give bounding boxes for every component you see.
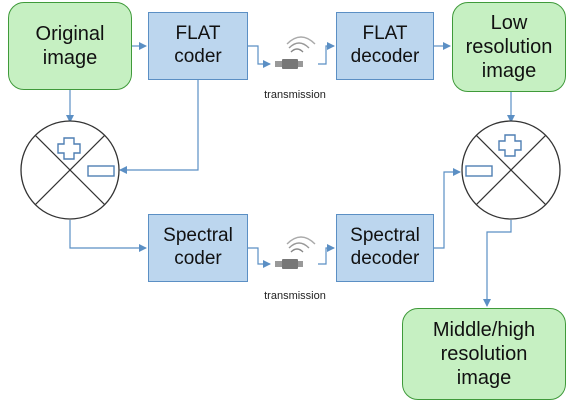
plus-icon bbox=[57, 137, 81, 160]
minus-icon bbox=[87, 165, 115, 177]
edge-transmission-to-flat-decoder bbox=[318, 42, 335, 65]
middle-high-resolution-image-node: Middle/high resolution image bbox=[402, 308, 566, 400]
right-combiner-icon bbox=[461, 120, 561, 220]
transmission-label-bottom: transmission bbox=[264, 290, 326, 302]
spectral-coder-node: Spectral coder bbox=[148, 214, 248, 282]
antenna-transmitter-icon bbox=[275, 36, 316, 69]
low-resolution-image-node: Low resolution image bbox=[452, 2, 566, 92]
plus-icon bbox=[498, 134, 522, 157]
minus-icon bbox=[465, 165, 493, 177]
edge-left-combiner-to-spectral-coder bbox=[69, 220, 147, 252]
edge-spectral-coder-to-transmission bbox=[248, 247, 271, 268]
flat-coder-node: FLAT coder bbox=[148, 12, 248, 80]
spectral-decoder-node: Spectral decoder bbox=[336, 214, 434, 282]
left-combiner-icon bbox=[20, 120, 120, 220]
edge-transmission-to-spectral-decoder bbox=[318, 244, 335, 265]
original-image-node: Original image bbox=[8, 2, 132, 90]
antenna-transmitter-icon bbox=[275, 236, 316, 269]
edge-spectral-decoder-to-right-combiner bbox=[434, 168, 461, 249]
flat-decoder-node: FLAT decoder bbox=[336, 12, 434, 80]
edge-flat-coder-to-left-combiner bbox=[119, 80, 199, 174]
edge-right-combiner-to-mid-high bbox=[483, 220, 512, 307]
edge-flat-coder-to-transmission bbox=[248, 45, 271, 68]
transmission-label-top: transmission bbox=[264, 89, 326, 101]
